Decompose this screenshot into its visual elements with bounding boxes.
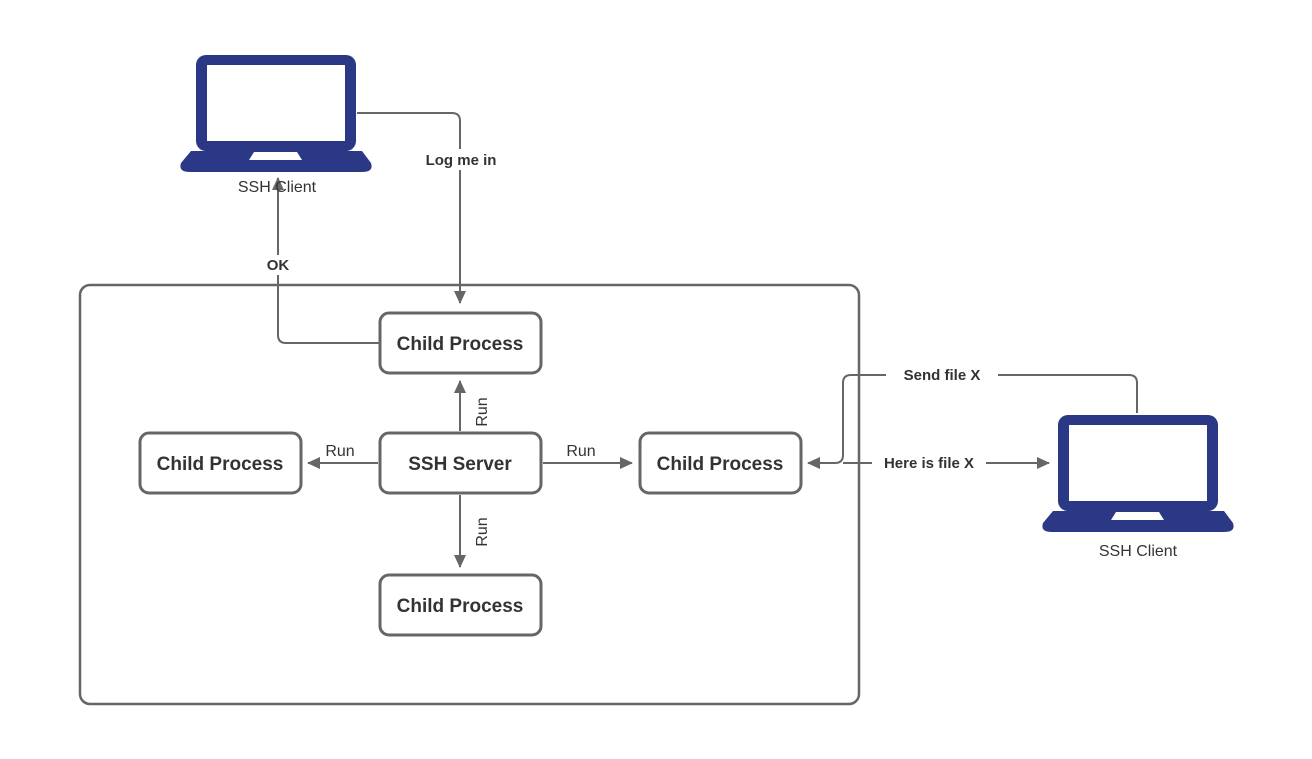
laptop-icon: [180, 55, 372, 172]
edge-ok: [272, 177, 380, 344]
edge-log-me-in: [357, 112, 466, 304]
edge-label-run-left: Run: [325, 443, 354, 460]
child-process-left-label: Child Process: [157, 454, 284, 475]
child-process-left-box: [138, 431, 303, 495]
edge-send-file-x: [807, 374, 1138, 469]
node-child-process-bottom: Child Process: [378, 573, 543, 637]
edge-label-ok: OK: [267, 257, 290, 274]
node-child-process-left: Child Process: [138, 431, 303, 495]
server-host-boundary: [78, 283, 861, 706]
child-process-bottom-label: Child Process: [397, 596, 524, 617]
child-process-top-label: Child Process: [397, 334, 524, 355]
edge-label-run-bottom: Run: [474, 517, 491, 546]
child-process-right-label: Child Process: [657, 454, 784, 475]
ssh-client-left: SSH Client: [180, 55, 372, 196]
child-process-bottom-box: [378, 573, 543, 637]
laptop-icon: [1042, 415, 1234, 532]
node-ssh-server: SSH Server: [378, 431, 543, 495]
edge-label-log-me-in: Log me in: [426, 152, 497, 169]
ssh-client-right: SSH Client: [1042, 415, 1234, 560]
label-background: [886, 365, 998, 385]
ssh-server-label: SSH Server: [408, 454, 512, 475]
edge-label-run-right: Run: [566, 443, 595, 460]
edge-label-run-top: Run: [474, 397, 491, 426]
child-process-right-box: [638, 431, 803, 495]
ssh-server-box: [378, 431, 543, 495]
label-background: [872, 453, 986, 473]
label-background: [262, 255, 294, 275]
label-background: [412, 149, 510, 170]
child-process-top-box: [378, 311, 543, 375]
node-child-process-right: Child Process: [638, 431, 803, 495]
node-child-process-top: Child Process: [378, 311, 543, 375]
ssh-client-right-label: SSH Client: [1099, 543, 1178, 560]
ssh-client-left-label: SSH Client: [238, 179, 317, 196]
edge-label-send-file-x: Send file X: [904, 367, 981, 384]
edge-label-here-is-file-x: Here is file X: [884, 455, 974, 472]
